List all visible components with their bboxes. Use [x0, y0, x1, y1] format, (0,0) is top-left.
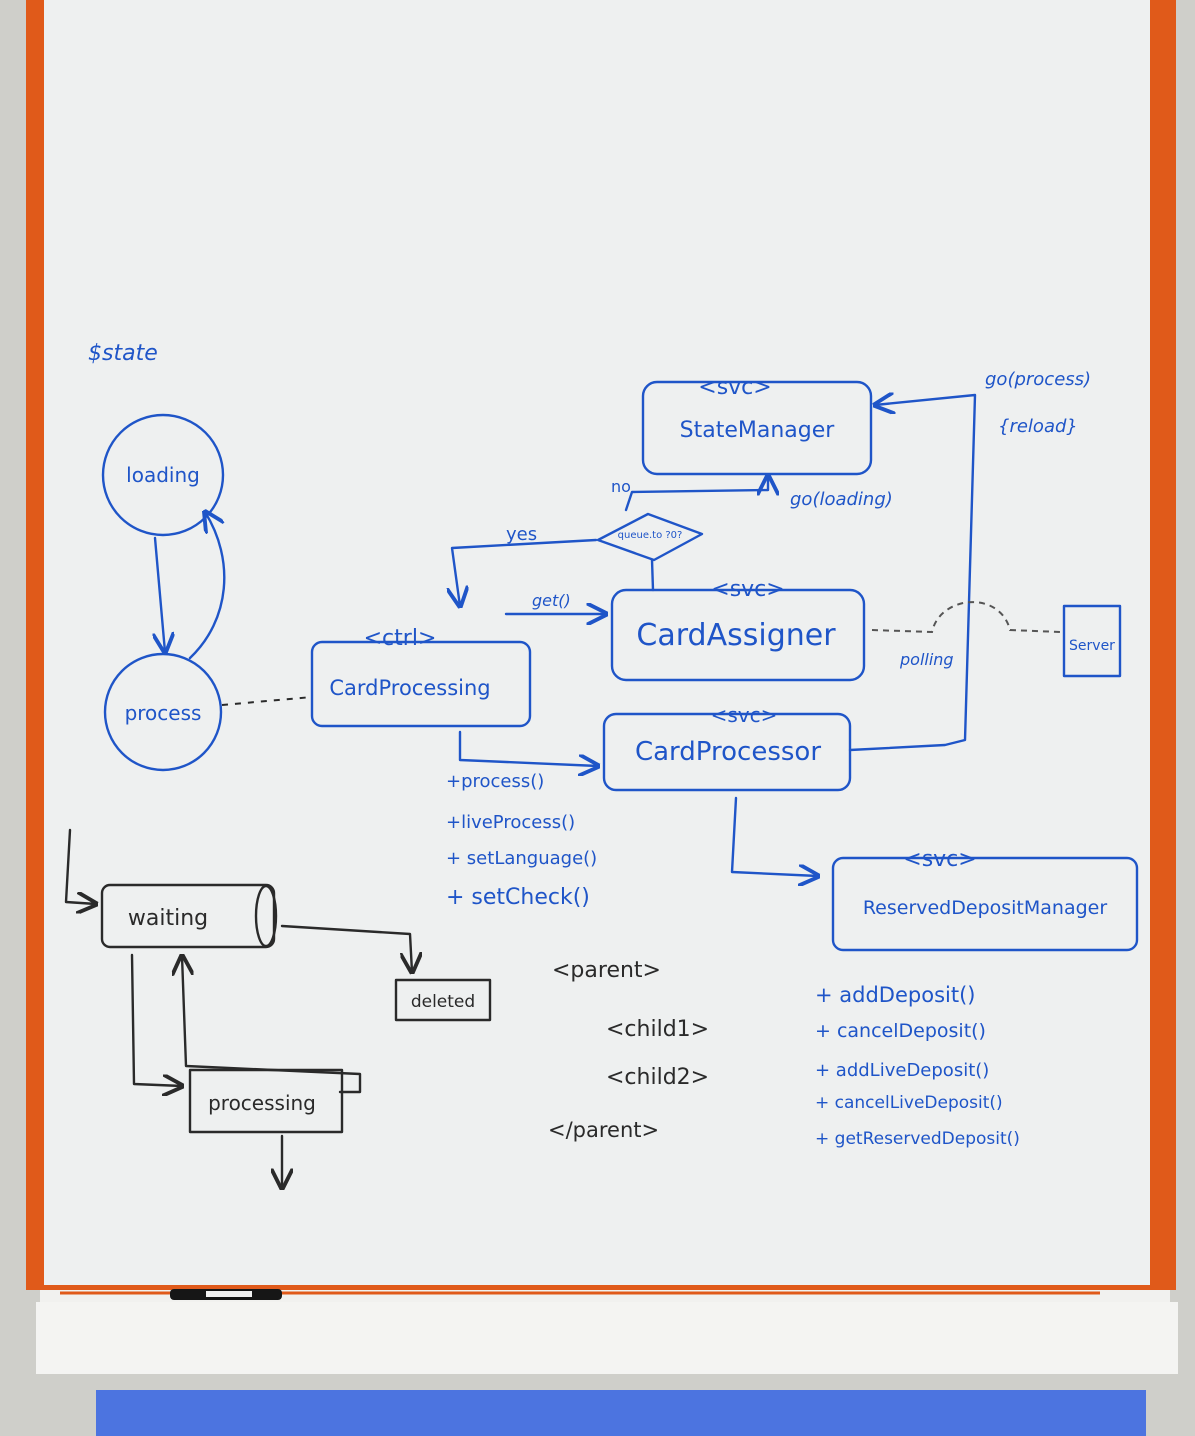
no-arrow	[624, 476, 768, 512]
waiting-state-cap	[254, 884, 278, 948]
decision-stem	[650, 558, 655, 592]
state-binding-dashes	[221, 696, 313, 706]
cardprocessor-label: CardProcessor	[635, 737, 821, 767]
cardprocessing-label: CardProcessing	[329, 676, 490, 700]
queue-decision[interactable]	[596, 512, 704, 562]
processing-to-waiting-arrow	[182, 956, 362, 1094]
statemanager-label: StateManager	[680, 418, 836, 443]
loading-state[interactable]	[101, 413, 225, 537]
method-item: + cancelLiveDeposit()	[815, 1093, 1003, 1113]
cardassigner-box[interactable]	[610, 588, 866, 682]
cardprocessing-stereotype: <ctrl>	[364, 626, 437, 651]
deleted-label: deleted	[411, 992, 475, 1012]
marker-tray	[36, 1302, 1178, 1374]
processor-to-statemanager-arrow	[848, 395, 977, 752]
parent-close-tag: </parent>	[548, 1118, 659, 1142]
go-loading-label: go(loading)	[790, 489, 893, 510]
state-label: $state	[88, 341, 158, 366]
deposit-methods: + addDeposit() + cancelDeposit() + addLi…	[815, 983, 1020, 1149]
depositmanager-stereotype: <svc>	[903, 847, 976, 872]
waiting-label: waiting	[128, 906, 208, 931]
go-process-label: go(process)	[985, 369, 1091, 390]
child1-tag: <child1>	[606, 1017, 709, 1042]
cardassigner-label: CardAssigner	[636, 618, 836, 653]
child2-tag: <child2>	[606, 1065, 709, 1090]
cardprocessor-box[interactable]	[602, 712, 852, 792]
server-label: Server	[1069, 638, 1115, 654]
polling-label: polling	[899, 650, 954, 669]
no-label: no	[611, 477, 631, 496]
processing-to-processor-arrow	[458, 730, 598, 766]
yes-label: yes	[506, 524, 537, 545]
parent-open-tag: <parent>	[552, 958, 661, 983]
method-item: +liveProcess()	[446, 812, 575, 833]
method-item: + cancelDeposit()	[815, 1020, 986, 1042]
depositmanager-label: ReservedDepositManager	[863, 897, 1108, 919]
marker-label	[206, 1291, 252, 1297]
get-label: get()	[532, 591, 571, 610]
waiting-to-processing-arrow	[130, 953, 182, 1086]
depositmanager-box[interactable]	[831, 856, 1139, 952]
queue-decision-label: queue.to ?0?	[618, 530, 683, 541]
processing-label: processing	[208, 1091, 316, 1115]
polling-line	[871, 601, 1061, 634]
deleted-state[interactable]	[394, 978, 492, 1022]
server-box[interactable]	[1062, 604, 1122, 678]
markup-sketch: <parent> <child1> <child2> </parent>	[548, 958, 709, 1142]
waiting-to-deleted-arrow	[280, 924, 412, 972]
cardprocessing-methods: +process() +liveProcess() + setLanguage(…	[446, 771, 597, 910]
waiting-state[interactable]	[100, 883, 276, 949]
statemanager-stereotype: <svc>	[698, 375, 771, 400]
loading-state-label: loading	[126, 463, 200, 487]
statemanager-box[interactable]	[641, 380, 873, 476]
processor-to-deposit-arrow	[730, 796, 818, 876]
method-item: + getReservedDeposit()	[815, 1129, 1020, 1149]
method-item: + setCheck()	[446, 885, 590, 910]
loading-to-process-arrow	[155, 536, 165, 652]
process-to-loading-arrow	[188, 512, 226, 660]
method-item: + addLiveDeposit()	[815, 1060, 989, 1081]
yes-arrow	[452, 538, 598, 606]
method-item: +process()	[446, 771, 544, 792]
floor-blue	[96, 1390, 1146, 1436]
entry-arrow	[64, 828, 96, 904]
reload-label: {reload}	[998, 416, 1078, 437]
method-item: + addDeposit()	[815, 983, 975, 1007]
process-state-label: process	[125, 701, 202, 725]
cardprocessing-box[interactable]	[310, 640, 532, 728]
method-item: + setLanguage()	[446, 848, 597, 869]
